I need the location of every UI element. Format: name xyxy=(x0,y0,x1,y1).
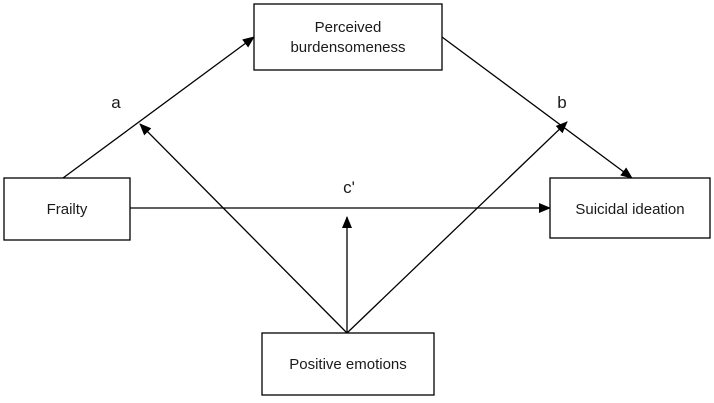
node-suicidal-ideation: Suicidal ideation xyxy=(549,177,711,239)
arrow-burdensomeness-to-ideation xyxy=(441,36,633,179)
node-suicidal-ideation-label: Suicidal ideation xyxy=(575,201,684,218)
node-perceived-burdensomeness: Perceived burdensomeness xyxy=(253,3,443,71)
arrow-emotions-moderates-a xyxy=(139,123,348,334)
node-perceived-burdensomeness-line2: burdensomeness xyxy=(290,39,405,56)
node-frailty: Frailty xyxy=(3,177,131,241)
arrow-emotions-moderates-b xyxy=(346,121,568,334)
path-label-c-prime: c' xyxy=(343,178,355,197)
node-positive-emotions-label: Positive emotions xyxy=(289,356,407,373)
arrow-frailty-to-burdensomeness xyxy=(62,36,255,179)
node-perceived-burdensomeness-line1: Perceived xyxy=(315,19,382,36)
node-positive-emotions: Positive emotions xyxy=(261,332,435,396)
path-label-a: a xyxy=(111,93,121,112)
node-frailty-label: Frailty xyxy=(47,201,88,218)
path-label-b: b xyxy=(557,93,566,112)
